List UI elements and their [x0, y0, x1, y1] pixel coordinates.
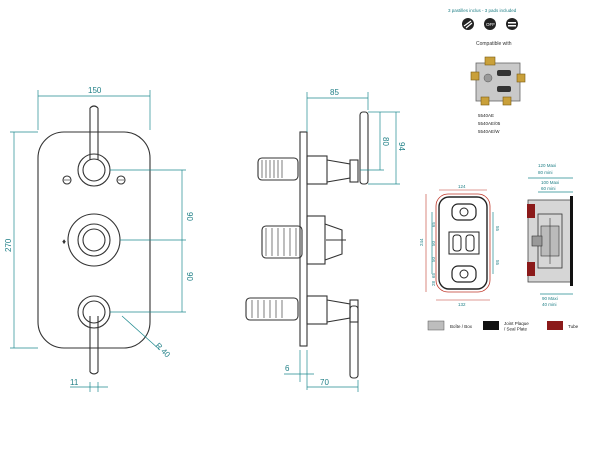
box-front-dimensions: 124 132 244 65 50 50 65 55 55 28: [419, 184, 500, 307]
flow-icon: [506, 18, 518, 30]
hand-icon: [462, 18, 474, 30]
side-bottom-max: 90 Maxi: [542, 296, 558, 301]
box-side-view: [527, 196, 573, 286]
legend-label-seal: Joint Plaque/ Seal Plate: [504, 321, 529, 332]
box-height-label: 244: [419, 238, 424, 246]
side-view: [245, 111, 369, 379]
legend-swatch-tube: [547, 321, 563, 330]
side-bottom-min: 40 mini: [542, 302, 557, 307]
off-icon: OFF: [484, 18, 496, 30]
depth-label: 85: [330, 88, 339, 97]
model-code-2: 5540AE/05: [478, 121, 501, 126]
legend-label-box: Boîte / Box: [450, 324, 473, 329]
height-label: 270: [4, 238, 13, 252]
model-code-3: 5540AE/W: [478, 129, 500, 134]
valve-body-thumbnail: [470, 56, 526, 106]
width-label: 150: [88, 86, 102, 95]
legend-item-seal: Joint Plaque/ Seal Plate: [483, 321, 529, 332]
plate-label: 6: [285, 364, 290, 373]
legend: Boîte / Box Joint Plaque/ Seal Plate Tub…: [427, 320, 579, 332]
height-total-label: 94: [397, 142, 406, 151]
box-width-top-label: 124: [458, 184, 466, 189]
box-inner-4: 65: [431, 272, 436, 278]
compatible-with-label: Compatible with: [476, 41, 512, 47]
side-top-max: 120 Maxi: [538, 163, 556, 168]
box-side-1: 55: [495, 226, 500, 232]
box-width-bottom-label: 132: [458, 302, 466, 307]
legend-label-tube: Tube: [568, 324, 579, 329]
pastilles-note: 3 pastilles inclus - 3 pads included: [448, 8, 517, 13]
height-upper-label: 80: [381, 137, 390, 146]
legend-swatch-seal: [483, 321, 499, 330]
box-inner-1: 65: [431, 221, 436, 227]
legend-item-box: Boîte / Box: [427, 320, 473, 331]
legend-swatch-box: [427, 320, 445, 331]
box-side-2: 55: [495, 260, 500, 266]
upper-spacing-label: 90: [185, 212, 194, 221]
lower-spacing-label: 90: [185, 272, 194, 281]
side-top-min: 80 mini: [538, 170, 553, 175]
side-mid-max: 100 Maxi: [541, 180, 559, 185]
box-inner-2: 50: [431, 240, 436, 246]
box-inner-3: 50: [431, 256, 436, 262]
box-front-view: [435, 193, 491, 293]
box-tab-label: 28: [431, 280, 436, 286]
model-code-1: 5540AE: [478, 113, 494, 118]
svg-text:♦: ♦: [62, 237, 66, 246]
svg-text:OFF: OFF: [486, 22, 495, 27]
legend-item-tube: Tube: [547, 321, 579, 330]
bottom-offset-label: 11: [70, 378, 79, 387]
radius-label: R 40: [154, 341, 173, 360]
box-side-dimensions: 120 Maxi 80 mini 100 Maxi 60 mini 90 Max…: [528, 163, 573, 307]
side-dimensions: 85 80 94 6 70: [284, 88, 406, 392]
side-mid-min: 60 mini: [541, 186, 556, 191]
projection-label: 70: [320, 378, 329, 387]
